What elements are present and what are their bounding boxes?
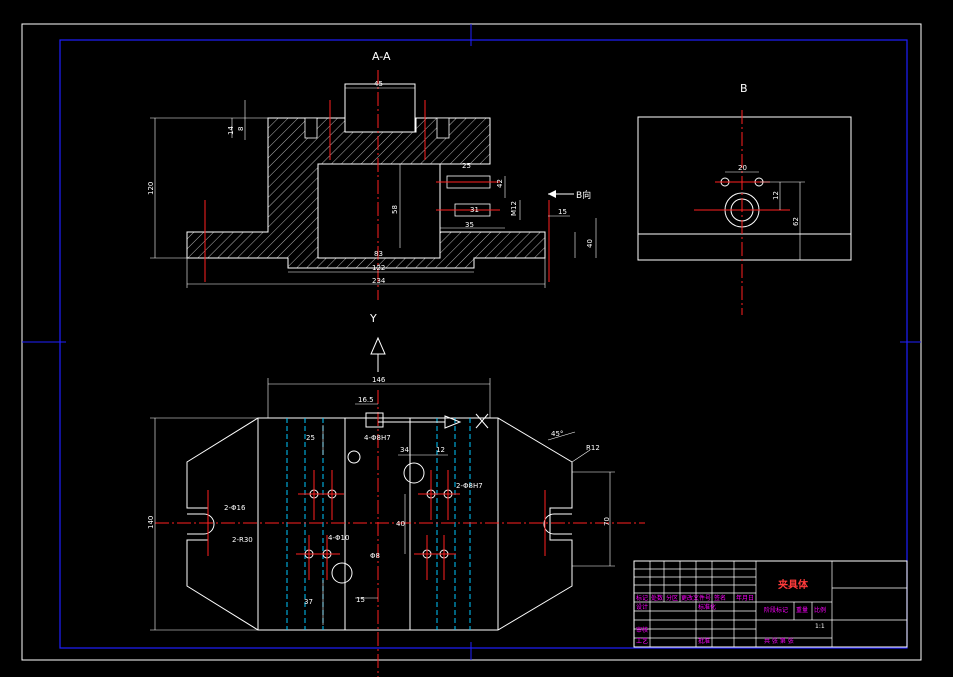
pin-hole-right — [436, 117, 450, 139]
tb-stage: 阶段标记 — [764, 606, 788, 614]
plan-dim-d4: 40 — [396, 520, 405, 528]
part-name: 夹具体 — [778, 578, 809, 591]
tb-weight: 重量 — [796, 606, 808, 614]
section-view: A-A — [147, 50, 597, 300]
dim-height: 120 — [147, 182, 155, 195]
hole-note-b: 2-R30 — [232, 536, 253, 544]
detail-dim-height: 62 — [792, 217, 800, 226]
hole-note-e: Φ8 — [370, 552, 380, 560]
dim-bore: 83 — [374, 250, 383, 258]
dim-top-width: 45 — [374, 80, 383, 88]
section-centerlines — [204, 70, 550, 300]
section-mark-y: Y — [369, 312, 377, 325]
centering-marks — [22, 24, 921, 660]
hole-note-c: 4-Φ10 — [328, 534, 349, 542]
tb-approve: 批准 — [698, 637, 710, 645]
tb-process: 工艺 — [636, 637, 648, 645]
plan-centerlines — [155, 390, 645, 677]
tb-review: 审核 — [636, 626, 648, 634]
dim-right-h: 15 — [558, 208, 567, 216]
detail-dimensions — [725, 171, 805, 260]
plan-interior-lines — [257, 418, 499, 630]
bore-cavity — [317, 163, 441, 259]
detail-view: B 20 12 62 — [637, 82, 852, 315]
hole-note-f: 2-Φ8H7 — [456, 482, 483, 490]
u-slot-right — [543, 513, 572, 535]
title-block: 夹具体 标记 处数 分区 更改文件号 签名 年月日 设计 标准化 审核 工艺 批… — [633, 560, 908, 648]
u-slot-left — [187, 513, 215, 535]
dim-slot-w: 25 — [462, 162, 471, 170]
b-arrow-head — [548, 190, 556, 198]
plan-dim-top-offset: 16.5 — [358, 396, 374, 404]
title-block-grid — [634, 561, 907, 647]
section-arrow-up — [370, 336, 386, 355]
dim-slot4: 35 — [465, 221, 474, 229]
plan-dim-d2: 34 — [400, 446, 409, 454]
plan-section-line — [365, 412, 489, 429]
b-direction-label: B向 — [576, 189, 591, 201]
plan-dim-d5: 37 — [304, 598, 313, 606]
tb-header-mark: 标记 — [636, 594, 648, 602]
dim-inner-depth: 58 — [391, 205, 399, 214]
plan-dim-angle: 45° — [551, 430, 563, 438]
dim-slot2: 31 — [470, 206, 479, 214]
dim-depth-small: 14 — [227, 126, 235, 135]
tb-scale-label: 比例 — [814, 606, 826, 614]
section-marker: Y — [369, 312, 386, 372]
plan-dim-d3: 12 — [436, 446, 445, 454]
dim-depth-small2: 8 — [237, 127, 245, 131]
dim-right-h2: 40 — [586, 239, 594, 248]
tb-designer: 设计 — [636, 603, 648, 611]
detail-dim-spacing: 20 — [738, 164, 747, 172]
section-dimensions — [150, 87, 597, 288]
pin-hole-left — [304, 117, 318, 139]
hole-note-a: 2-Φ16 — [224, 504, 246, 512]
dim-slot3: M12 — [510, 201, 518, 216]
dim-overall-width: 234 — [372, 277, 386, 285]
plan-dim-height: 140 — [147, 516, 155, 529]
tb-header-zone: 分区 — [666, 594, 678, 602]
tb-scale-value: 1:1 — [815, 623, 825, 630]
plan-dim-d1: 25 — [306, 434, 315, 442]
dim-base-width: 122 — [372, 264, 385, 272]
section-label: A-A — [372, 50, 391, 63]
tb-header-change: 更改文件号 — [681, 594, 711, 602]
dim-slot-h: 42 — [496, 179, 504, 188]
tb-sheet: 共 张 第 张 — [764, 637, 794, 645]
top-boss — [344, 83, 416, 133]
plan-outline — [186, 417, 573, 631]
detail-dim-offset: 12 — [772, 191, 780, 200]
plan-dimensions — [150, 378, 615, 631]
tb-header-date: 年月日 — [736, 594, 754, 602]
plan-dim-right-h: 70 — [603, 517, 611, 526]
plan-dim-d6: 15 — [356, 596, 365, 604]
title-block-frame — [633, 560, 908, 648]
corner-ticks — [21, 24, 922, 660]
tb-header-sign: 签名 — [714, 594, 726, 602]
plan-dim-radius: R12 — [586, 444, 600, 452]
tb-standard: 标准化 — [698, 603, 716, 611]
hole-note-d: 4-Φ8H7 — [364, 434, 391, 442]
detail-centerlines — [694, 110, 790, 315]
detail-label: B — [740, 82, 748, 95]
detail-outline — [637, 116, 852, 261]
plan-dim-width: 146 — [372, 376, 386, 384]
plan-view: 146 16.5 45° R12 140 70 25 34 12 40 37 1… — [147, 376, 645, 677]
tb-header-count: 处数 — [651, 594, 663, 602]
inner-frame — [59, 39, 908, 649]
